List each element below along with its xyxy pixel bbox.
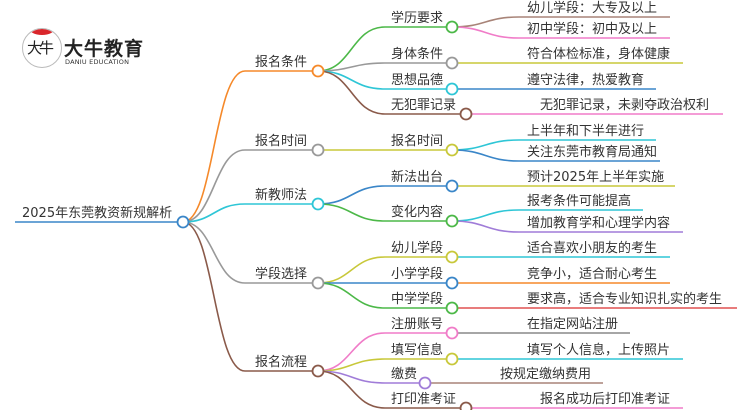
subtopic-collapse-node[interactable] (445, 143, 459, 157)
subtopic-collapse-node[interactable] (445, 352, 459, 366)
leaf-topic[interactable]: 关注东莞市教育局通知 (527, 144, 657, 160)
subtopic-edge (317, 358, 452, 372)
subtopic-collapse-node[interactable] (445, 250, 459, 264)
branch-collapse-node[interactable] (311, 276, 325, 290)
subtopic-edge (317, 62, 452, 72)
leaf-topic[interactable]: 报名成功后打印准考证 (540, 391, 670, 407)
leaf-topic[interactable]: 要求高，适合专业知识扎实的考生 (527, 291, 722, 307)
subtopic[interactable]: 变化内容 (391, 204, 443, 220)
branch-edge (182, 221, 318, 284)
subtopic[interactable]: 中学学段 (391, 291, 443, 307)
branch-topic[interactable]: 报名时间 (255, 133, 307, 149)
leaf-topic[interactable]: 按规定缴纳费用 (500, 367, 591, 382)
subtopic-edge (317, 185, 452, 205)
logo-name: 大牛教育 (64, 38, 145, 60)
leaf-topic[interactable]: 上半年和下半年进行 (527, 124, 644, 139)
leaf-topic[interactable]: 适合喜欢小朋友的考生 (527, 240, 657, 256)
subtopic[interactable]: 注册账号 (391, 317, 443, 332)
subtopic-collapse-node[interactable] (445, 301, 459, 315)
branch-collapse-node[interactable] (311, 143, 325, 157)
subtopic[interactable]: 填写信息 (391, 342, 443, 358)
logo-mark-icon: 大牛 (22, 28, 62, 68)
subtopic-edge (317, 70, 466, 115)
subtopic-edge (317, 370, 466, 409)
leaf-edge (451, 220, 683, 233)
subtopic-edge (317, 370, 425, 384)
subtopic-edge (317, 332, 452, 372)
logo-subtitle: DANIU EDUCATION (65, 58, 130, 66)
leaf-topic[interactable]: 幼儿学段：大专及以上 (527, 0, 657, 16)
subtopic-collapse-node[interactable] (445, 20, 459, 34)
leaf-edge (451, 26, 670, 39)
leaf-edge (451, 149, 660, 162)
subtopic[interactable]: 打印准考证 (391, 392, 456, 407)
leaf-topic[interactable]: 预计2025年上半年实施 (527, 170, 664, 185)
branch-topic[interactable]: 报名流程 (255, 354, 307, 370)
leaf-topic[interactable]: 初中学段：初中及以上 (527, 21, 657, 37)
subtopic[interactable]: 缴费 (391, 367, 417, 382)
leaf-topic[interactable]: 在指定网站注册 (527, 317, 618, 332)
branch-topic[interactable]: 报名条件 (255, 54, 307, 70)
subtopic[interactable]: 无犯罪记录 (391, 98, 456, 113)
leaf-topic[interactable]: 遵守法律，热爱教育 (527, 72, 644, 88)
subtopic-edge (317, 282, 452, 309)
root-collapse-node[interactable] (176, 215, 190, 229)
subtopic[interactable]: 新法出台 (391, 169, 443, 185)
subtopic[interactable]: 身体条件 (391, 46, 443, 62)
subtopic[interactable]: 思想品德 (391, 72, 443, 88)
leaf-topic[interactable]: 符合体检标准，身体健康 (527, 46, 670, 62)
subtopic[interactable]: 学历要求 (391, 10, 443, 26)
subtopic-collapse-node[interactable] (445, 214, 459, 228)
branch-topic[interactable]: 新教师法 (255, 187, 307, 203)
subtopic-collapse-node[interactable] (459, 107, 473, 121)
branch-collapse-node[interactable] (311, 197, 325, 211)
subtopic-edge (317, 70, 452, 90)
subtopic-collapse-node[interactable] (445, 56, 459, 70)
subtopic-edge (317, 26, 452, 72)
branch-edge (182, 221, 318, 372)
branch-edge (182, 70, 318, 223)
logo: 大牛 大牛教育 DANIU EDUCATION (22, 28, 182, 72)
leaf-topic[interactable]: 无犯罪记录，未剥夺政治权利 (540, 97, 709, 113)
branch-collapse-node[interactable] (311, 64, 325, 78)
subtopic-edge (317, 256, 452, 284)
subtopic-collapse-node[interactable] (445, 179, 459, 193)
subtopic-collapse-node[interactable] (445, 326, 459, 340)
leaf-topic[interactable]: 竞争小，适合耐心考生 (527, 266, 657, 282)
subtopic-collapse-node[interactable] (445, 82, 459, 96)
leaf-topic[interactable]: 填写个人信息，上传照片 (527, 342, 670, 358)
subtopic-collapse-node[interactable] (445, 276, 459, 290)
root-topic[interactable]: 2025年东莞教资新规解析 (22, 205, 172, 221)
subtopic-collapse-node[interactable] (418, 376, 432, 390)
subtopic[interactable]: 小学学段 (391, 266, 443, 282)
subtopic[interactable]: 报名时间 (391, 133, 443, 149)
leaf-topic[interactable]: 增加教育学和心理学内容 (527, 215, 670, 231)
branch-collapse-node[interactable] (311, 364, 325, 378)
branch-topic[interactable]: 学段选择 (255, 266, 307, 282)
branch-edge (182, 203, 318, 223)
leaf-topic[interactable]: 报考条件可能提高 (527, 193, 631, 209)
subtopic-edge (317, 203, 452, 222)
subtopic[interactable]: 幼儿学段 (391, 240, 443, 256)
branch-edge (182, 149, 318, 223)
subtopic-collapse-node[interactable] (459, 401, 473, 410)
